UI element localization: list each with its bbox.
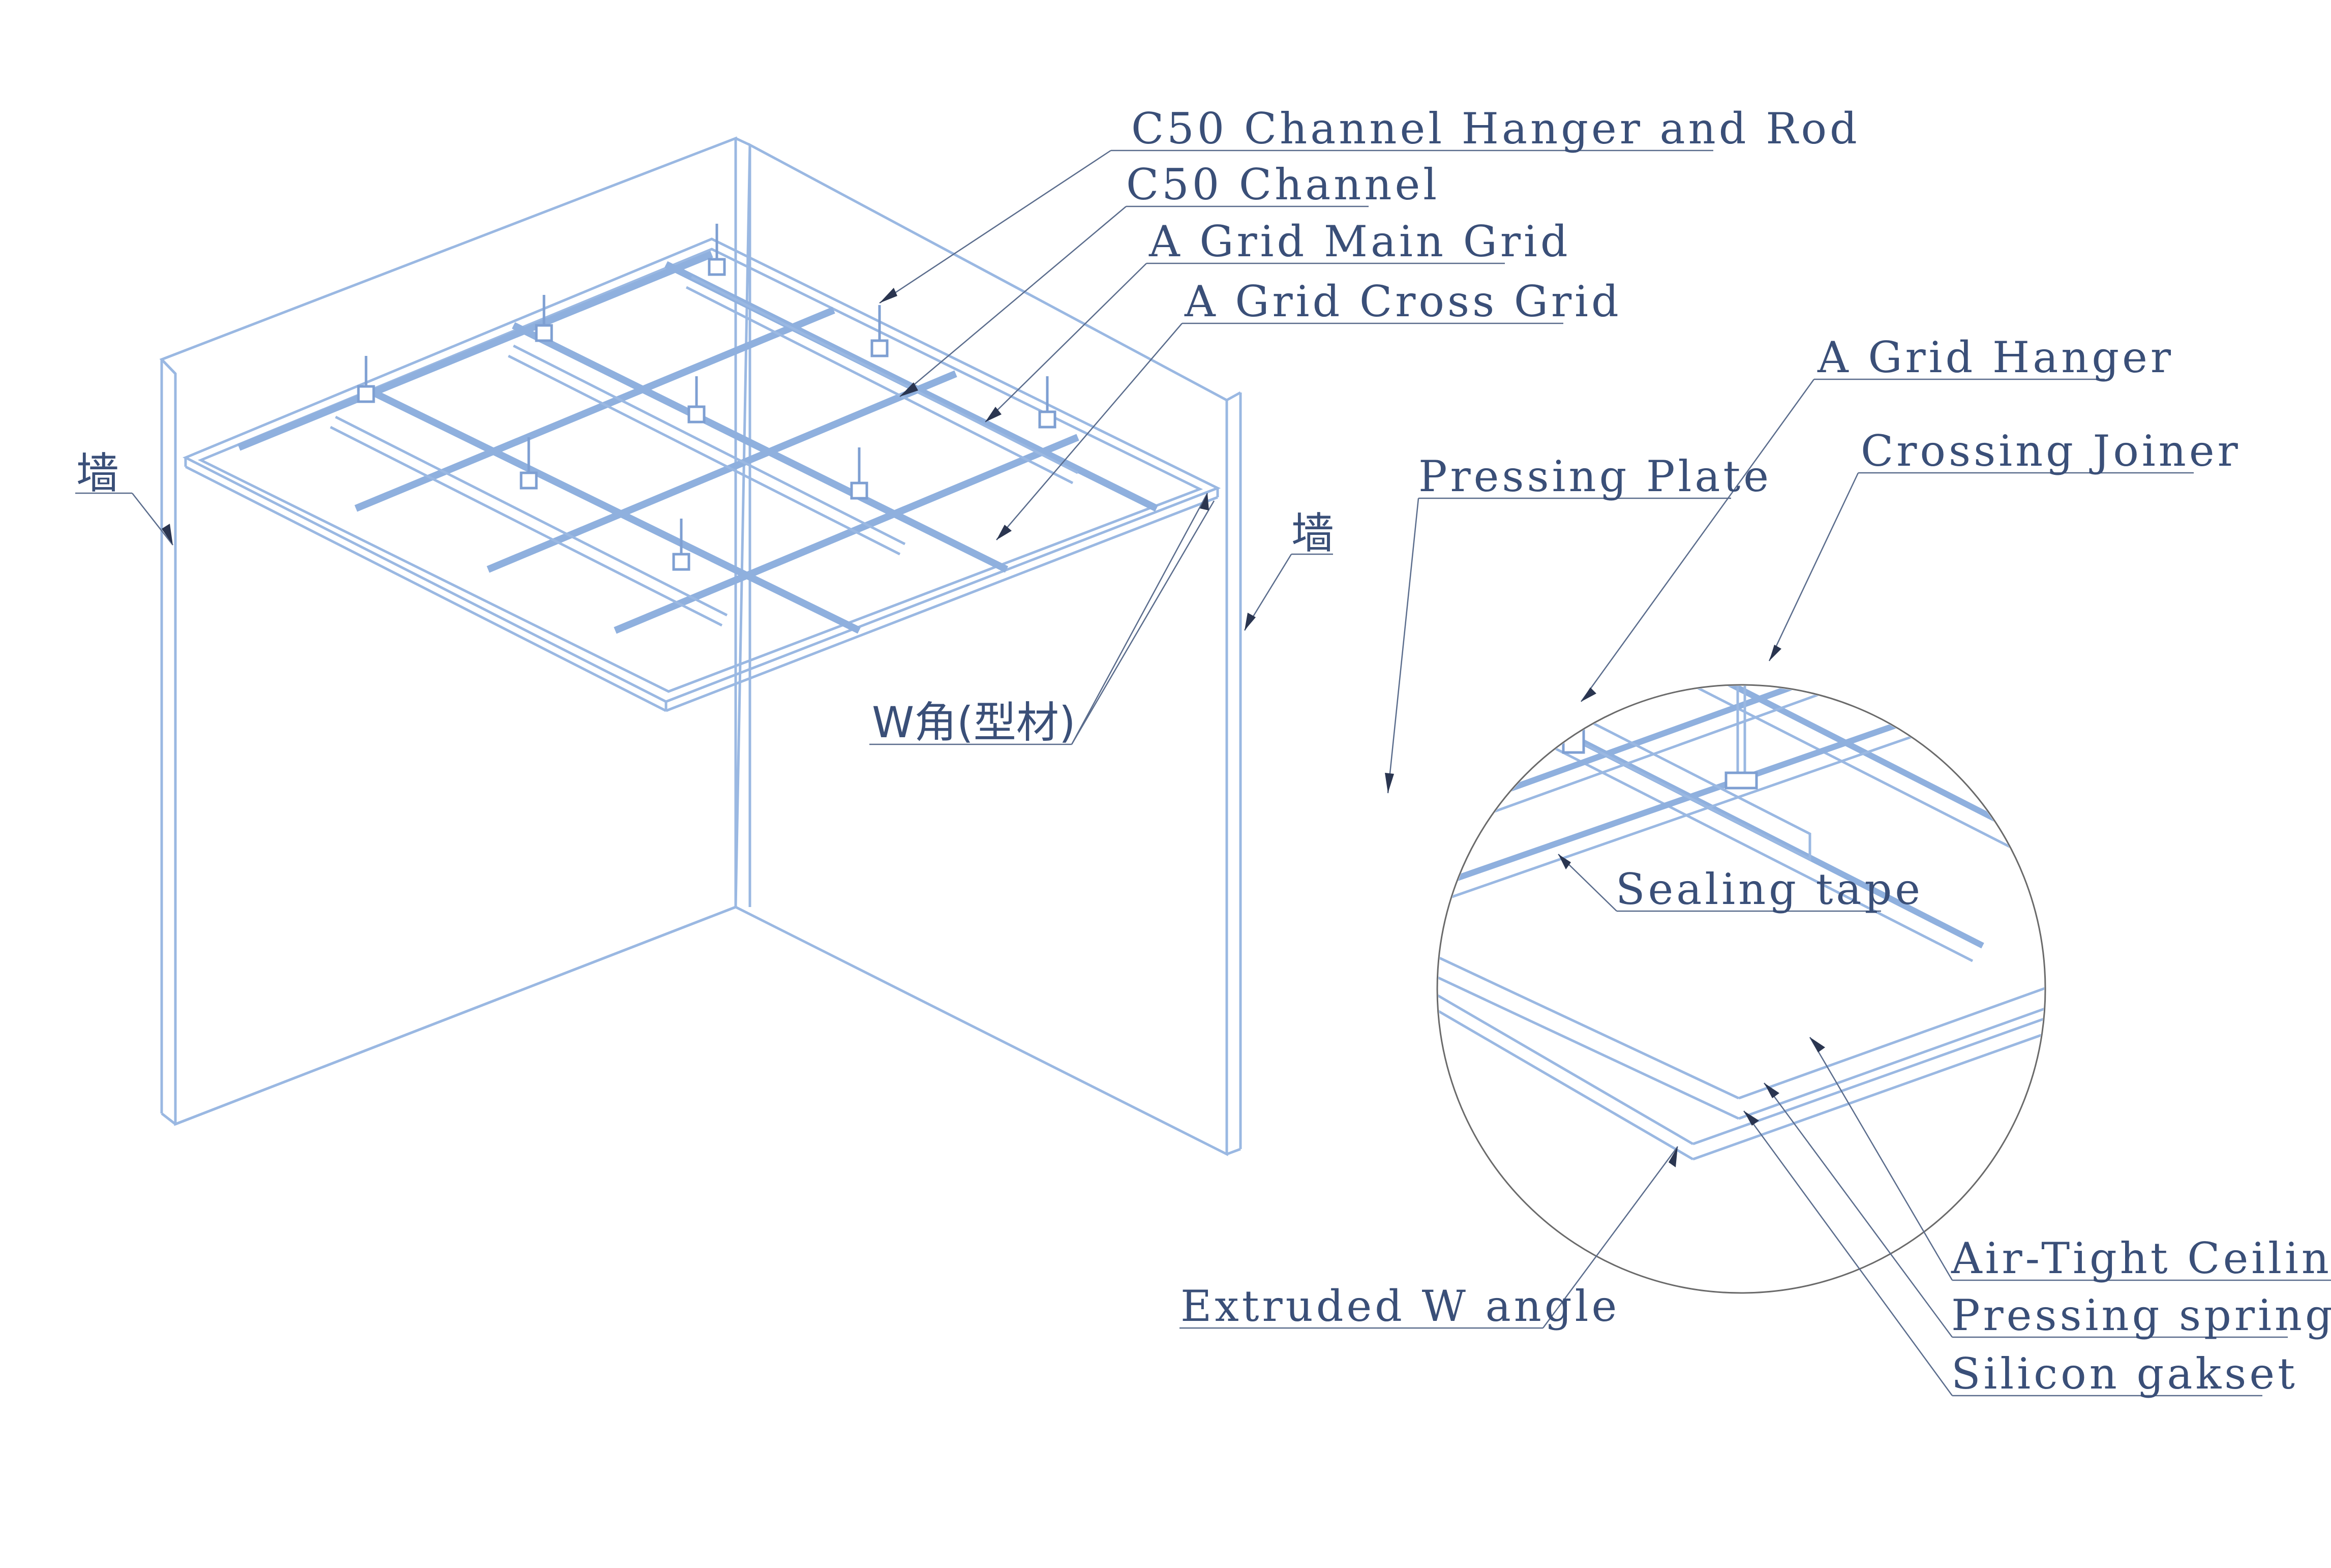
label-c50-hanger-rod: C50 Channel Hanger and Rod xyxy=(1131,104,1860,154)
labels: C50 Channel Hanger and Rod C50 Channel A… xyxy=(76,104,2331,1399)
detail-view xyxy=(1436,684,2046,1294)
label-air-tight-ceiling: Air-Tight Ceiling xyxy=(1951,1233,2331,1283)
label-c50-channel: C50 Channel xyxy=(1126,160,1440,209)
ceiling-grid xyxy=(237,224,1159,634)
label-cross-grid: A Grid Cross Grid xyxy=(1184,277,1622,326)
label-sealing-tape: Sealing tape xyxy=(1616,864,1923,914)
label-extruded-w-angle: Extruded W angle xyxy=(1180,1281,1620,1331)
hanger-rods xyxy=(357,224,1056,571)
label-main-grid: A Grid Main Grid xyxy=(1148,217,1571,266)
label-pressing-plate: Pressing Plate xyxy=(1418,451,1772,501)
detail-circle xyxy=(1436,684,2046,1294)
left-wall xyxy=(159,136,737,1126)
label-underlines xyxy=(75,149,2331,1397)
room-walls xyxy=(159,136,1242,1157)
label-crossing-joiner: Crossing Joiner xyxy=(1861,426,2241,476)
label-w-angle-profile: W角(型材) xyxy=(872,698,1076,747)
label-pressing-spring: Pressing spring xyxy=(1951,1290,2331,1340)
leader-lines xyxy=(132,149,1953,1396)
ceiling-perimeter xyxy=(183,237,1221,712)
label-wall-right: 墙 xyxy=(1291,508,1334,558)
label-wall-left: 墙 xyxy=(76,448,119,498)
label-silicon-gasket: Silicon gakset xyxy=(1951,1349,2298,1399)
arrowheads xyxy=(162,288,1825,1167)
label-a-grid-hanger: A Grid Hanger xyxy=(1817,333,2174,382)
